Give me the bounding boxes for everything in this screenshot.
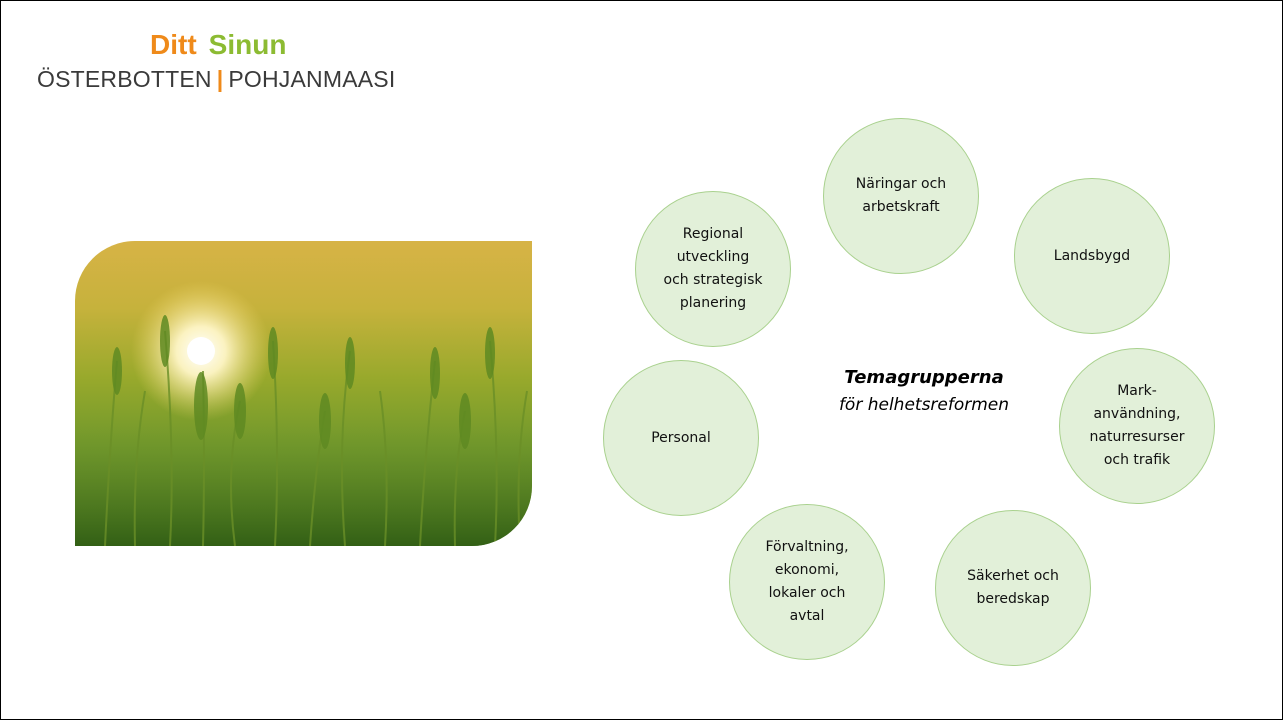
diagram-center-subtitle: för helhetsreformen bbox=[838, 395, 1010, 415]
theme-circle-forvaltning: Förvaltning, ekonomi, lokaler och avtal bbox=[729, 504, 885, 660]
theme-circle-label: Regional utveckling och strategisk plane… bbox=[663, 226, 763, 311]
theme-circle-label: Personal bbox=[651, 429, 711, 446]
logo-region: ÖSTERBOTTEN|POHJANMAASI bbox=[37, 65, 395, 93]
theme-circle-label: Landsbygd bbox=[1053, 247, 1131, 264]
theme-circle-label: Näringar och arbetskraft bbox=[855, 176, 947, 215]
sun bbox=[187, 337, 215, 365]
diagram-center-title: Temagrupperna bbox=[844, 367, 1004, 388]
logo-region-finnish: POHJANMAASI bbox=[228, 66, 396, 92]
theme-circle-sakerhet: Säkerhet och beredskap bbox=[935, 510, 1091, 666]
wheat-field-photo bbox=[75, 241, 532, 546]
theme-circle-landsbygd: Landsbygd bbox=[1014, 178, 1170, 334]
theme-circle-markanvandning: Mark- användning, naturresurser och traf… bbox=[1059, 348, 1215, 504]
logo-separator: | bbox=[216, 66, 224, 92]
logo-region-swedish: ÖSTERBOTTEN bbox=[37, 66, 212, 92]
logo-tagline: Ditt Sinun bbox=[150, 29, 286, 61]
theme-circle-naringar: Näringar och arbetskraft bbox=[823, 118, 979, 274]
theme-circle-label: Säkerhet och beredskap bbox=[967, 568, 1059, 607]
wheat-ears bbox=[112, 315, 495, 449]
theme-circle-personal: Personal bbox=[603, 360, 759, 516]
theme-circle-regional: Regional utveckling och strategisk plane… bbox=[635, 191, 791, 347]
theme-circle-label: Mark- användning, naturresurser och traf… bbox=[1089, 383, 1185, 468]
theme-circle-label: Förvaltning, ekonomi, lokaler och avtal bbox=[765, 539, 849, 624]
wheat-field-illustration bbox=[75, 281, 532, 546]
logo-word-sinun: Sinun bbox=[208, 29, 287, 60]
logo-word-ditt: Ditt bbox=[150, 29, 197, 60]
